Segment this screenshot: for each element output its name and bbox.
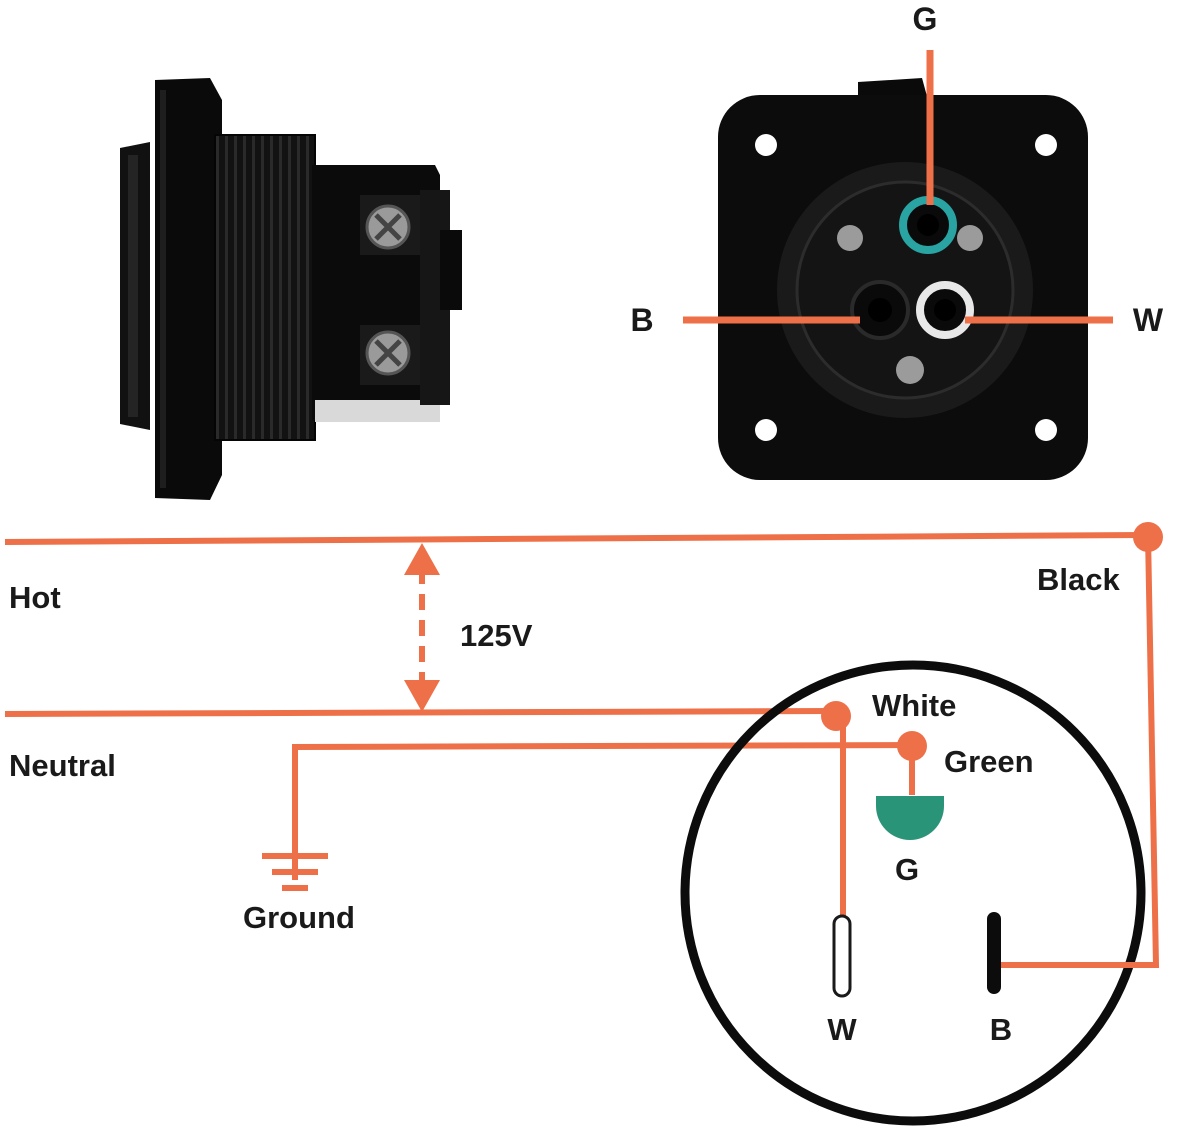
neutral-label: Neutral [9, 748, 116, 783]
voltage-label: 125V [460, 618, 533, 653]
ground-label: Ground [243, 900, 355, 935]
neutral-line [4, 708, 836, 717]
plug-pin-b-label: B [990, 1012, 1012, 1047]
black-wire [1000, 534, 1160, 968]
ground-pin-icon [876, 796, 944, 840]
ground-line [292, 742, 913, 880]
top-label-g: G [913, 1, 938, 37]
front-view-receptacle-icon [718, 78, 1088, 480]
white-wire-junction [821, 701, 851, 731]
ground-symbol-icon [262, 853, 328, 891]
black-wire-junction [1133, 522, 1163, 552]
side-view-receptacle-icon [120, 78, 462, 500]
black-wire-label: Black [1037, 562, 1120, 597]
top-label-b: B [630, 302, 653, 338]
plug-face-outline [680, 660, 1146, 1126]
hot-label: Hot [9, 580, 61, 615]
white-wire-label: White [872, 688, 956, 723]
hot-line [4, 532, 1149, 545]
top-label-w: W [1133, 302, 1164, 338]
plug-pin-w-label: W [827, 1012, 857, 1047]
green-wire-label: Green [944, 744, 1034, 779]
hot-pin-icon [987, 912, 1001, 994]
green-wire-junction [897, 731, 927, 761]
neutral-pin-icon [832, 914, 852, 998]
double-arrow-icon [404, 543, 440, 712]
plug-pin-g-label: G [895, 852, 919, 887]
